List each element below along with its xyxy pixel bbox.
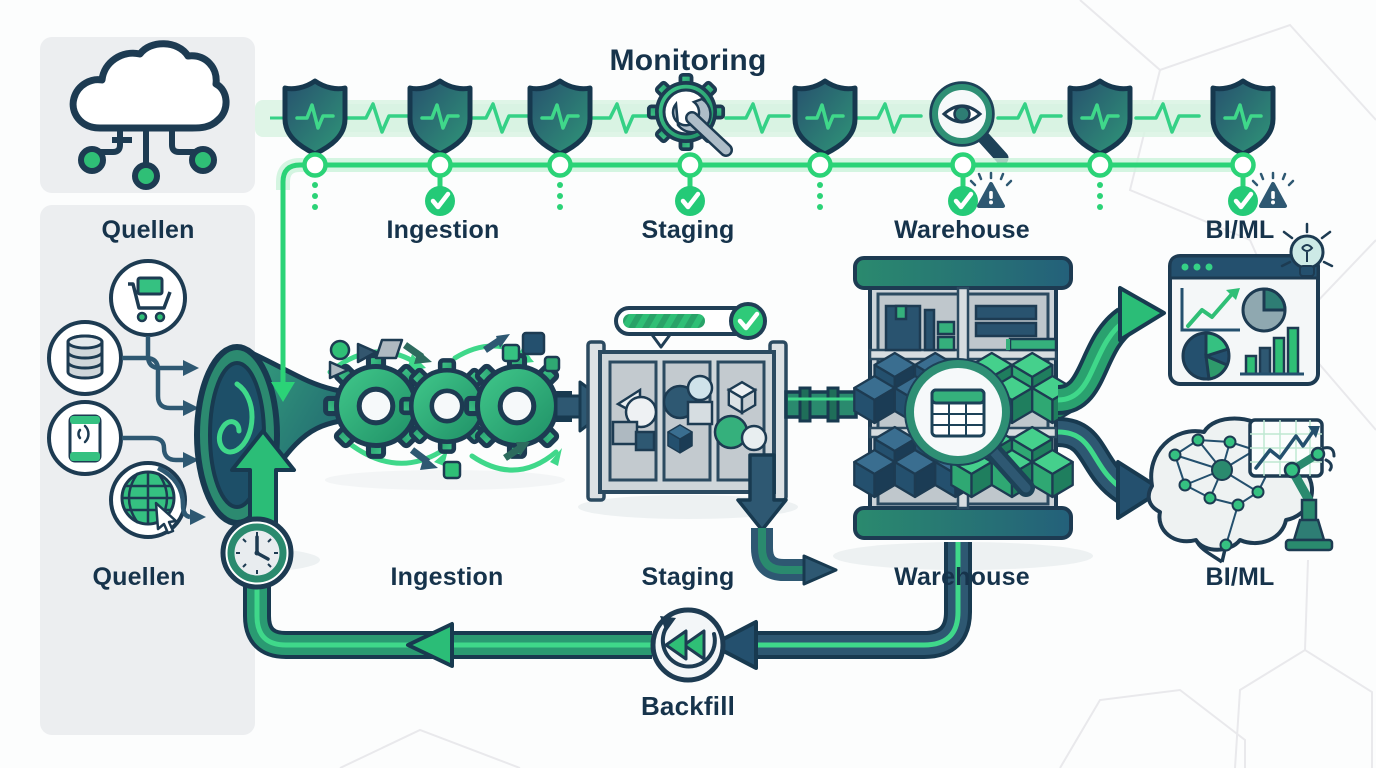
label-staging-bottom: Staging (641, 563, 735, 591)
label-backfill: Backfill (640, 691, 736, 721)
staging-reject-path (736, 453, 838, 586)
progress-check-badge (729, 302, 767, 340)
backfill-return-pipe (243, 585, 652, 668)
shield-icon-6 (1213, 81, 1273, 154)
source-arrowheads (183, 360, 206, 525)
robot-arm-icon (1283, 446, 1336, 552)
label-biml-bottom: BI/ML (1205, 563, 1275, 591)
shield-icon-2 (410, 81, 470, 154)
timeline-node-pending-4 (1097, 182, 1103, 210)
source-connectors (122, 336, 191, 520)
progress-bar (614, 302, 767, 349)
label-staging-top: Staging (641, 216, 735, 244)
cloud-network-icon (69, 40, 230, 190)
mobile-device-icon (47, 400, 123, 476)
timeline-node-pending-1 (312, 182, 318, 210)
timeline-node-ok-3 (948, 175, 978, 216)
timeline-node-ok-1 (425, 175, 455, 216)
eye-magnifier-icon (929, 81, 1009, 165)
label-warehouse-top: Warehouse (894, 216, 1030, 244)
shopping-cart-icon (109, 259, 187, 337)
bi-dashboard-icon (1168, 254, 1320, 386)
magnifier-table-icon (904, 358, 1035, 497)
shield-icon-5 (1070, 81, 1130, 154)
shield-icon-1 (285, 81, 345, 154)
label-biml-top: BI/ML (1205, 216, 1275, 244)
web-globe-icon (109, 461, 187, 539)
label-quellen-bottom: Quellen (92, 563, 186, 591)
monitoring-title: Monitoring (609, 44, 767, 77)
staging-warehouse-pipe (784, 386, 858, 423)
warehouse-to-ml-pipe (1056, 417, 1164, 520)
gear-wrench-icon (646, 72, 733, 157)
shadows (180, 470, 1093, 572)
shield-icon-3 (530, 81, 590, 154)
timeline-node-pending-3 (817, 182, 823, 210)
label-ingestion-bottom: Ingestion (390, 563, 504, 591)
label-quellen-top: Quellen (101, 216, 195, 244)
warehouse-to-bi-pipe (1056, 286, 1166, 415)
monitor-drop-arrow (271, 180, 295, 402)
backfill-rewind-icon (650, 607, 726, 683)
database-icon (47, 320, 123, 396)
warehouse-backfill-pipe (710, 542, 972, 670)
label-warehouse-bottom: Warehouse (894, 563, 1030, 591)
clock-icon (220, 516, 294, 590)
lightbulb-icon (1280, 222, 1334, 277)
timeline-node-ok-2 (675, 175, 705, 216)
timeline (276, 152, 1295, 217)
data-debris (328, 331, 561, 480)
backfill-up-arrow (230, 429, 296, 532)
label-ingestion-top: Ingestion (386, 216, 500, 244)
timeline-node-pending-2 (557, 182, 563, 210)
shield-icon-4 (795, 81, 855, 154)
warning-icon-biml (1251, 171, 1295, 208)
staging-container (586, 340, 788, 502)
